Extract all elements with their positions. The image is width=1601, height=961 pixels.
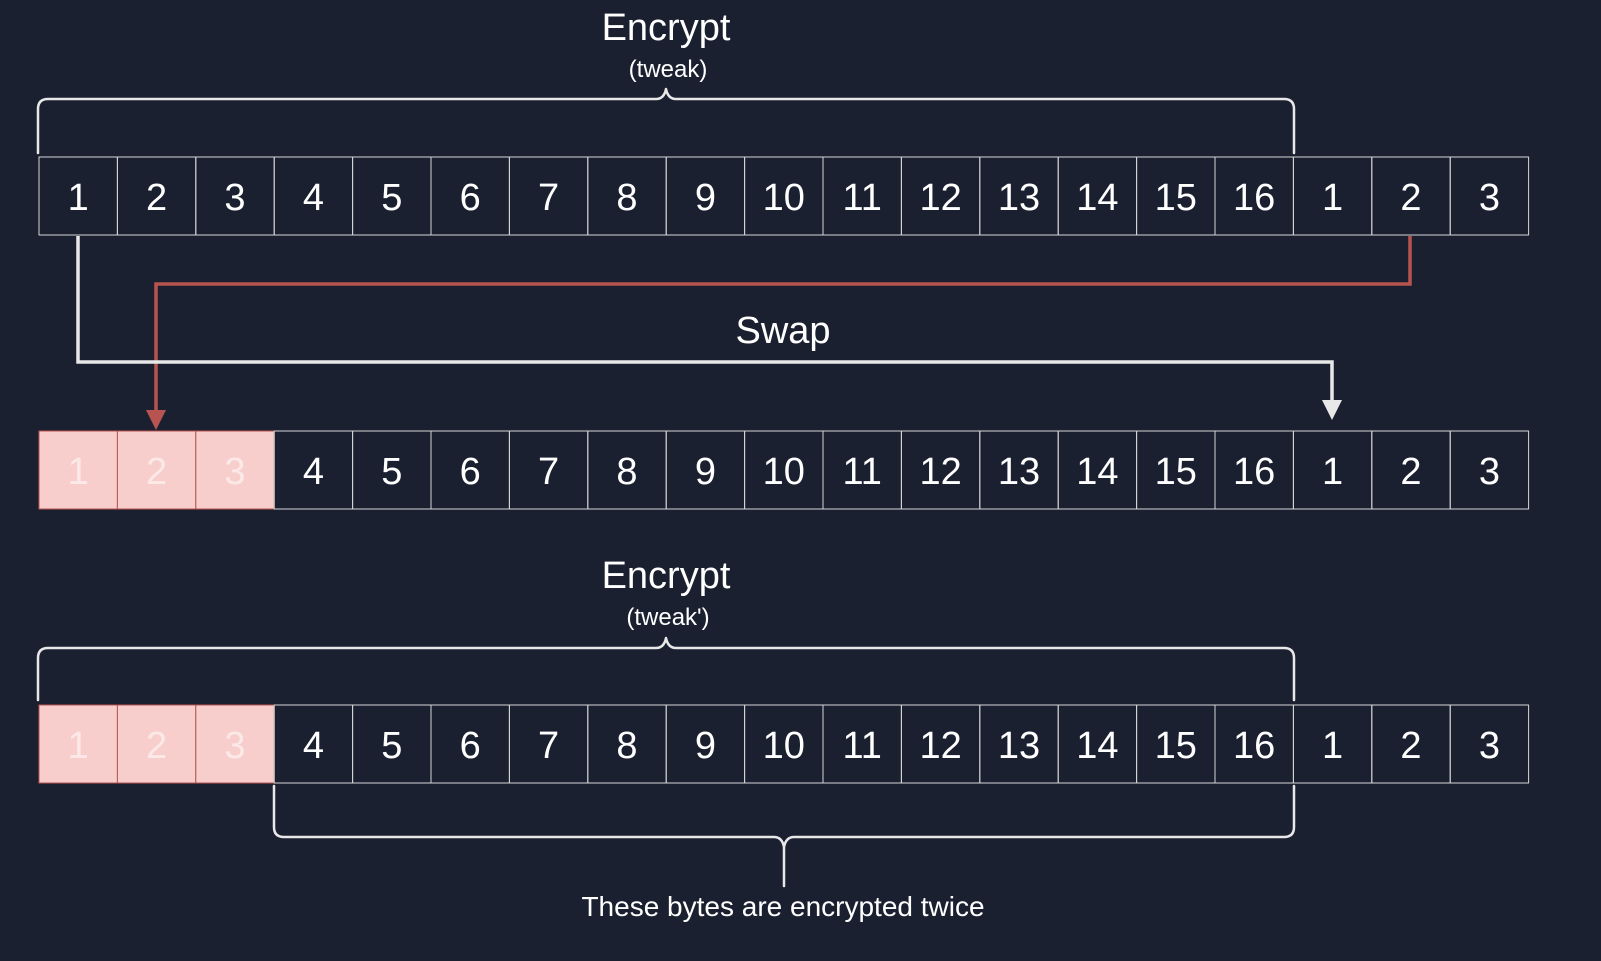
cell-label: 11	[842, 177, 881, 219]
cell-label: 12	[919, 451, 961, 493]
cell-label: 9	[695, 177, 716, 219]
swap-label: Swap	[735, 310, 830, 352]
cell-label: 14	[1076, 451, 1118, 493]
cell-box	[1449, 430, 1530, 510]
cell-label: 11	[842, 725, 881, 767]
encrypted-twice-brace	[272, 784, 1296, 888]
cell-label: 8	[616, 177, 637, 219]
cell-label: 5	[381, 725, 402, 767]
cell-label: 3	[1479, 451, 1500, 493]
top-encrypt-subtitle: (tweak)	[629, 56, 708, 83]
top-encrypt-brace	[36, 87, 1296, 155]
cell-label: 4	[303, 177, 324, 219]
bottom-encrypt-subtitle: (tweak')	[626, 604, 709, 631]
cell-label: 10	[763, 725, 805, 767]
cell-box	[1449, 156, 1530, 236]
cell-label: 9	[695, 451, 716, 493]
cell-label: 15	[1155, 451, 1197, 493]
cell-label: 5	[381, 177, 402, 219]
cell-label: 7	[538, 177, 559, 219]
cell-label: 2	[1400, 177, 1421, 219]
cell-label: 4	[303, 725, 324, 767]
cell-label: 1	[1322, 725, 1343, 767]
cell-box	[116, 704, 197, 784]
cell-label: 2	[146, 725, 167, 767]
cell-box	[195, 430, 275, 510]
cell-label: 3	[1479, 177, 1500, 219]
cell-label: 14	[1076, 725, 1118, 767]
cell-label: 5	[381, 451, 402, 493]
cell-label: 11	[842, 451, 881, 493]
cell-box	[38, 704, 118, 784]
cell-label: 16	[1233, 451, 1275, 493]
cell-label: 10	[763, 451, 805, 493]
cell-label: 3	[224, 725, 245, 767]
cell-label: 1	[68, 177, 89, 219]
cell-label: 15	[1155, 725, 1197, 767]
encrypted-twice-note: These bytes are encrypted twice	[581, 891, 984, 922]
cell-label: 3	[224, 451, 245, 493]
top-encrypt-title: Encrypt	[602, 7, 731, 49]
cell-box	[195, 704, 275, 784]
bottom-encrypt-brace	[36, 636, 1296, 702]
cell-label: 8	[616, 725, 637, 767]
cell-label: 13	[998, 451, 1040, 493]
cell-label: 14	[1076, 177, 1118, 219]
cell-label: 7	[538, 725, 559, 767]
swap-arrow-red	[146, 236, 1412, 430]
cell-label: 16	[1233, 177, 1275, 219]
cell-label: 12	[919, 725, 961, 767]
cell-box	[1449, 704, 1530, 784]
cell-label: 1	[68, 725, 89, 767]
encryption-swap-diagram: Encrypt (tweak) Swap Encrypt (tweak') Th…	[36, 7, 1530, 922]
cell-label: 2	[1400, 725, 1421, 767]
cell-label: 1	[1322, 177, 1343, 219]
cell-label: 2	[146, 177, 167, 219]
cell-label: 16	[1233, 725, 1275, 767]
cell-label: 13	[998, 177, 1040, 219]
cell-label: 8	[616, 451, 637, 493]
cell-label: 1	[1322, 451, 1343, 493]
cell-label: 15	[1155, 177, 1197, 219]
cell-label: 4	[303, 451, 324, 493]
cell-label: 6	[460, 177, 481, 219]
cell-label: 6	[460, 725, 481, 767]
swap-arrow-white	[76, 236, 1342, 420]
cell-label: 6	[460, 451, 481, 493]
cell-label: 10	[763, 177, 805, 219]
cell-label: 3	[224, 177, 245, 219]
cell-label: 7	[538, 451, 559, 493]
cell-box	[116, 430, 197, 510]
cell-label: 9	[695, 725, 716, 767]
cell-label: 13	[998, 725, 1040, 767]
bottom-encrypt-title: Encrypt	[602, 555, 731, 597]
cell-label: 3	[1479, 725, 1500, 767]
cell-label: 2	[146, 451, 167, 493]
cell-label: 12	[919, 177, 961, 219]
cell-label: 2	[1400, 451, 1421, 493]
cell-label: 1	[68, 451, 89, 493]
